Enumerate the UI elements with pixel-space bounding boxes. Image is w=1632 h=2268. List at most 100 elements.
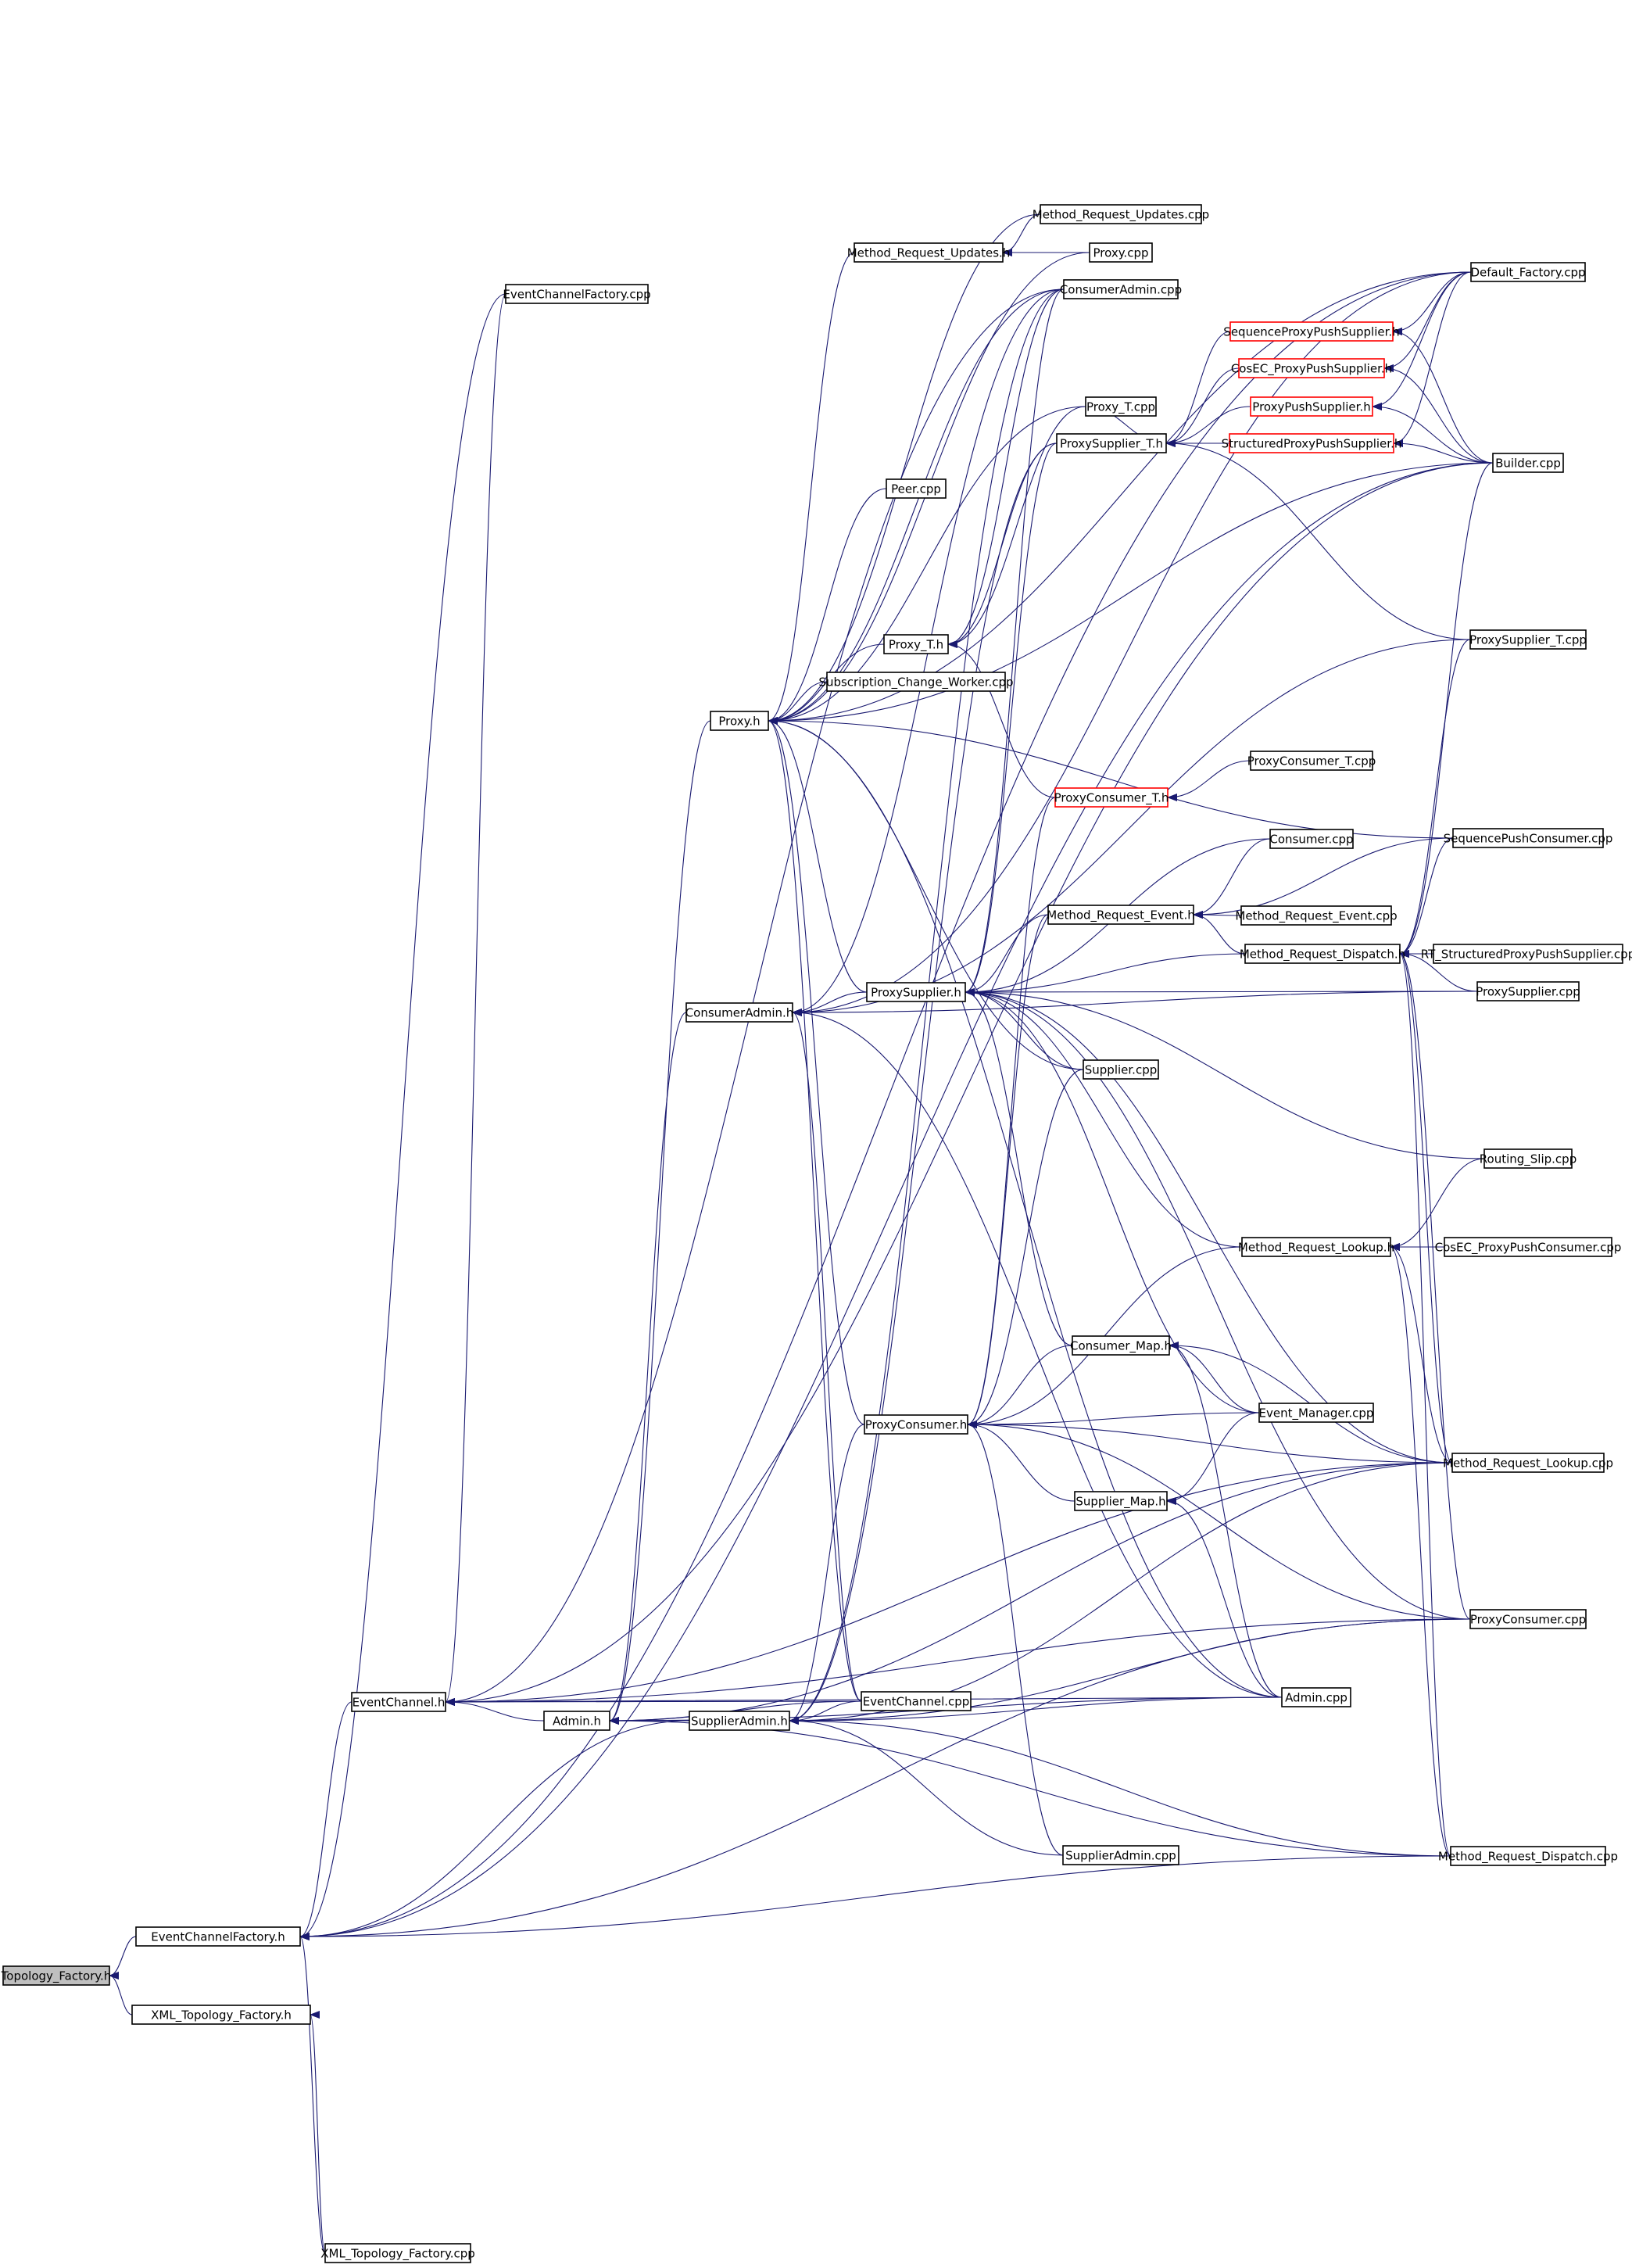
node-sequencepushconsumer_cpp[interactable]: SequencePushConsumer.cpp bbox=[1444, 828, 1613, 848]
node-xml_topology_factory_h[interactable]: XML_Topology_Factory.h bbox=[131, 2005, 311, 2025]
node-box[interactable] bbox=[1074, 1491, 1168, 1511]
node-box[interactable] bbox=[1083, 1059, 1159, 1080]
node-proxypushsupplier_h[interactable]: ProxyPushSupplier.h bbox=[1250, 396, 1373, 417]
node-proxyconsumer_cpp[interactable]: ProxyConsumer.cpp bbox=[1469, 1609, 1587, 1629]
node-box[interactable] bbox=[543, 1711, 610, 1731]
node-box[interactable] bbox=[1241, 1237, 1391, 1257]
node-admin_h[interactable]: Admin.h bbox=[543, 1711, 610, 1731]
node-proxyconsumer_t_h[interactable]: ProxyConsumer_T.h bbox=[1054, 787, 1169, 808]
node-box[interactable] bbox=[1062, 1845, 1179, 1865]
node-box[interactable] bbox=[1476, 981, 1580, 1001]
node-topology_factory_h[interactable]: Topology_Factory.h bbox=[1, 1965, 112, 1986]
node-proxy_t_cpp[interactable]: Proxy_T.cpp bbox=[1085, 396, 1157, 417]
node-box[interactable] bbox=[1238, 358, 1385, 378]
node-box[interactable] bbox=[1433, 944, 1623, 964]
node-proxysupplier_t_h[interactable]: ProxySupplier_T.h bbox=[1056, 433, 1167, 453]
node-box[interactable] bbox=[886, 478, 947, 499]
node-box[interactable] bbox=[1063, 279, 1179, 299]
node-box[interactable] bbox=[1040, 204, 1202, 224]
node-proxysupplier_cpp[interactable]: ProxySupplier.cpp bbox=[1476, 981, 1580, 1001]
node-sequenceproxypushsupplier_h[interactable]: SequenceProxyPushSupplier.h bbox=[1223, 321, 1400, 342]
node-supplier_map_h[interactable]: Supplier_Map.h bbox=[1074, 1491, 1168, 1511]
node-box[interactable] bbox=[1452, 828, 1604, 848]
node-proxy_t_h[interactable]: Proxy_T.h bbox=[883, 634, 949, 654]
node-box[interactable] bbox=[131, 2005, 311, 2025]
node-box[interactable] bbox=[1089, 242, 1153, 263]
node-cosec_proxypushconsumer_cpp[interactable]: CosEC_ProxyPushConsumer.cpp bbox=[1435, 1237, 1622, 1257]
node-box[interactable] bbox=[351, 1692, 446, 1712]
node-box[interactable] bbox=[1450, 1846, 1606, 1866]
node-box[interactable] bbox=[135, 1926, 301, 1947]
node-supplieradmin_cpp[interactable]: SupplierAdmin.cpp bbox=[1062, 1845, 1179, 1865]
node-box[interactable] bbox=[1469, 1609, 1587, 1629]
node-box[interactable] bbox=[1054, 787, 1169, 808]
node-method_request_updates_cpp[interactable]: Method_Request_Updates.cpp bbox=[1033, 204, 1209, 224]
node-box[interactable] bbox=[1056, 433, 1167, 453]
node-box[interactable] bbox=[883, 634, 949, 654]
node-routing_slip_cpp[interactable]: Routing_Slip.cpp bbox=[1480, 1148, 1577, 1169]
node-box[interactable] bbox=[864, 1414, 968, 1435]
node-box[interactable] bbox=[1085, 396, 1157, 417]
node-proxy_h[interactable]: Proxy.h bbox=[710, 711, 769, 731]
node-box[interactable] bbox=[1470, 262, 1586, 282]
node-box[interactable] bbox=[689, 1711, 790, 1731]
node-box[interactable] bbox=[1281, 1687, 1351, 1707]
node-consumeradmin_h[interactable]: ConsumerAdmin.h bbox=[685, 1002, 794, 1023]
node-box[interactable] bbox=[685, 1002, 793, 1023]
node-method_request_event_h[interactable]: Method_Request_Event.h bbox=[1047, 905, 1195, 925]
node-box[interactable] bbox=[1072, 1335, 1170, 1356]
node-method_request_event_cpp[interactable]: Method_Request_Event.cpp bbox=[1235, 905, 1398, 926]
node-proxysupplier_t_cpp[interactable]: ProxySupplier_T.cpp bbox=[1469, 629, 1587, 650]
node-box[interactable] bbox=[1269, 829, 1354, 849]
node-xml_topology_factory_cpp[interactable]: XML_Topology_Factory.cpp bbox=[320, 2243, 475, 2263]
node-default_factory_cpp[interactable]: Default_Factory.cpp bbox=[1470, 262, 1586, 282]
node-proxysupplier_h[interactable]: ProxySupplier.h bbox=[866, 982, 966, 1002]
node-supplieradmin_h[interactable]: SupplierAdmin.h bbox=[689, 1711, 790, 1731]
node-eventchannel_h[interactable]: EventChannel.h bbox=[351, 1692, 446, 1712]
node-consumer_map_h[interactable]: Consumer_Map.h bbox=[1070, 1335, 1172, 1356]
node-box[interactable] bbox=[710, 711, 769, 731]
node-box[interactable] bbox=[1469, 629, 1587, 650]
node-proxyconsumer_t_cpp[interactable]: ProxyConsumer_T.cpp bbox=[1247, 751, 1376, 771]
node-box[interactable] bbox=[854, 242, 1004, 263]
node-box[interactable] bbox=[1250, 751, 1373, 771]
node-box[interactable] bbox=[2, 1965, 110, 1986]
node-structuredproxypushsupplier_h[interactable]: StructuredProxyPushSupplier.h bbox=[1222, 433, 1402, 453]
node-box[interactable] bbox=[861, 1691, 972, 1711]
node-supplier_cpp[interactable]: Supplier.cpp bbox=[1083, 1059, 1159, 1080]
node-box[interactable] bbox=[1244, 944, 1401, 964]
node-box[interactable] bbox=[1240, 905, 1392, 926]
node-method_request_updates_h[interactable]: Method_Request_Updates.h bbox=[847, 242, 1011, 263]
node-subscription_change_worker_cpp[interactable]: Subscription_Change_Worker.cpp bbox=[818, 672, 1014, 692]
node-method_request_lookup_cpp[interactable]: Method_Request_Lookup.cpp bbox=[1443, 1453, 1613, 1473]
node-eventchannel_cpp[interactable]: EventChannel.cpp bbox=[861, 1691, 972, 1711]
node-box[interactable] bbox=[866, 982, 966, 1002]
node-box[interactable] bbox=[1492, 453, 1564, 473]
node-builder_cpp[interactable]: Builder.cpp bbox=[1492, 453, 1564, 473]
node-box[interactable] bbox=[1483, 1148, 1573, 1169]
node-box[interactable] bbox=[324, 2243, 471, 2263]
node-box[interactable] bbox=[505, 284, 649, 304]
node-box[interactable] bbox=[1258, 1403, 1374, 1423]
node-admin_cpp[interactable]: Admin.cpp bbox=[1281, 1687, 1351, 1707]
node-eventchannelfactory_h[interactable]: EventChannelFactory.h bbox=[135, 1926, 301, 1947]
node-event_manager_cpp[interactable]: Event_Manager.cpp bbox=[1258, 1403, 1374, 1423]
node-method_request_dispatch_h[interactable]: Method_Request_Dispatch.h bbox=[1240, 944, 1405, 964]
node-proxyconsumer_h[interactable]: ProxyConsumer.h bbox=[864, 1414, 968, 1435]
node-proxy_cpp[interactable]: Proxy.cpp bbox=[1089, 242, 1153, 263]
node-box[interactable] bbox=[1250, 396, 1373, 417]
node-peer_cpp[interactable]: Peer.cpp bbox=[886, 478, 947, 499]
node-cosec_proxypushsupplier_h[interactable]: CosEC_ProxyPushSupplier.h bbox=[1231, 358, 1392, 378]
node-box[interactable] bbox=[1229, 433, 1394, 453]
node-consumeradmin_cpp[interactable]: ConsumerAdmin.cpp bbox=[1060, 279, 1182, 299]
node-rt_structuredproxypushsupplier_cpp[interactable]: RT_StructuredProxyPushSupplier.cpp bbox=[1421, 944, 1632, 964]
node-method_request_lookup_h[interactable]: Method_Request_Lookup.h bbox=[1238, 1237, 1394, 1257]
node-consumer_cpp[interactable]: Consumer.cpp bbox=[1269, 829, 1354, 849]
node-box[interactable] bbox=[1229, 321, 1394, 342]
node-box[interactable] bbox=[1444, 1237, 1612, 1257]
node-method_request_dispatch_cpp[interactable]: Method_Request_Dispatch.cpp bbox=[1438, 1846, 1618, 1866]
node-box[interactable] bbox=[1047, 905, 1194, 925]
node-box[interactable] bbox=[1451, 1453, 1605, 1473]
node-eventchannelfactory_cpp[interactable]: EventChannelFactory.cpp bbox=[503, 284, 651, 304]
node-box[interactable] bbox=[826, 672, 1006, 692]
